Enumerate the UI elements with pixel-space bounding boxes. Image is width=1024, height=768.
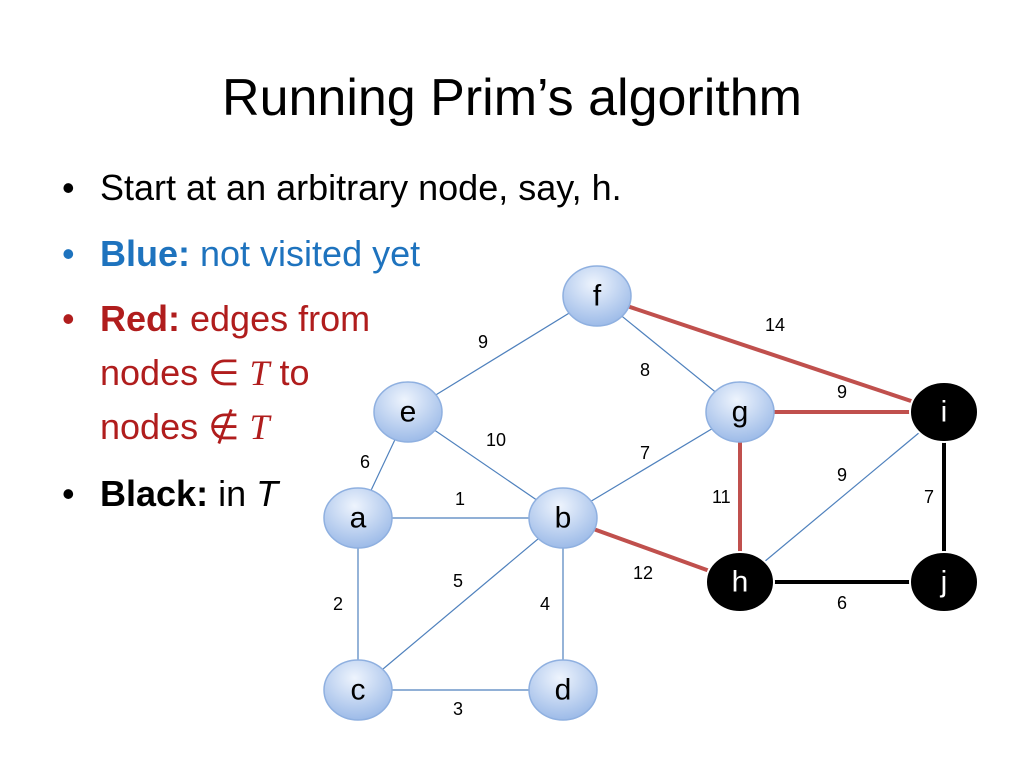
slide-title: Running Prim’s algorithm xyxy=(222,69,802,127)
bullet-dot: • xyxy=(62,473,75,514)
node-i: i xyxy=(909,381,979,443)
bullet-dot: • xyxy=(62,233,75,274)
node-circle-f xyxy=(562,265,632,327)
node-label-c: c xyxy=(351,674,366,707)
edge-weight-b-g: 7 xyxy=(640,443,650,463)
edge-weight-c-d: 3 xyxy=(453,699,463,719)
bullet-start-text: Start at an arbitrary node, say, h. xyxy=(100,167,622,208)
node-circle-e xyxy=(373,381,443,443)
edge-weight-h-i: 9 xyxy=(837,465,847,485)
bullet-black-legend: • Black: in T xyxy=(60,466,460,522)
edge-e-f xyxy=(407,295,598,413)
node-circle-a xyxy=(323,487,393,549)
node-f: f xyxy=(562,265,632,327)
edge-b-g xyxy=(562,411,741,519)
node-j: j xyxy=(909,551,979,613)
node-label-i: i xyxy=(941,396,948,429)
blue-legend-text: not visited yet xyxy=(190,233,421,274)
red-legend-set-symbol-2: T xyxy=(249,407,270,447)
edge-f-i xyxy=(596,294,945,414)
red-legend-key: Red: xyxy=(100,298,180,339)
red-legend-line2b: to xyxy=(269,352,310,393)
node-h: h xyxy=(705,551,775,613)
bullet-start-node: • Start at an arbitrary node, say, h. xyxy=(60,160,780,216)
edge-weight-e-b: 10 xyxy=(486,430,506,450)
red-legend-set-symbol: T xyxy=(249,353,270,393)
node-circle-d xyxy=(528,659,598,721)
edge-weight-e-a: 6 xyxy=(360,452,370,472)
black-legend-set: T xyxy=(256,473,279,514)
edge-weight-b-c: 5 xyxy=(453,571,463,591)
node-circle-h xyxy=(705,551,775,613)
bullet-blue-legend: • Blue: not visited yet xyxy=(60,226,540,282)
blue-legend-key: Blue: xyxy=(100,233,190,274)
black-legend-text: in xyxy=(208,473,257,514)
node-a: a xyxy=(323,487,393,549)
node-circle-g xyxy=(705,381,775,443)
edge-b-c xyxy=(357,517,564,691)
edge-weight-a-c: 2 xyxy=(333,594,343,614)
node-label-b: b xyxy=(555,502,572,535)
edge-weight-h-j: 6 xyxy=(837,593,847,613)
node-label-h: h xyxy=(732,566,749,599)
edge-h-i xyxy=(739,411,945,583)
edge-weight-i-j: 7 xyxy=(924,487,934,507)
edge-weight-g-h: 11 xyxy=(712,487,731,507)
node-label-a: a xyxy=(350,502,367,535)
edge-weight-b-h: 12 xyxy=(633,563,653,583)
node-circle-c xyxy=(323,659,393,721)
node-d: d xyxy=(528,659,598,721)
bullet-dot: • xyxy=(62,167,75,208)
node-g: g xyxy=(705,381,775,443)
black-legend-key: Black: xyxy=(100,473,209,514)
node-label-f: f xyxy=(593,280,602,313)
node-e: e xyxy=(373,381,443,443)
node-circle-i xyxy=(909,381,979,443)
node-b: b xyxy=(528,487,598,549)
bullet-dot: • xyxy=(62,298,75,339)
red-legend-line1: edges from xyxy=(180,298,371,339)
bullet-red-legend: • Red: edges from nodes ∈ T to nodes ∉ T xyxy=(60,292,460,454)
edge-weight-f-i: 14 xyxy=(765,315,785,335)
node-circle-b xyxy=(528,487,598,549)
edge-weight-a-b: 1 xyxy=(455,489,465,509)
edge-weight-f-g: 8 xyxy=(640,360,650,380)
node-circle-j xyxy=(909,551,979,613)
node-label-g: g xyxy=(732,396,749,429)
node-label-j: j xyxy=(940,566,948,599)
edge-weight-e-f: 9 xyxy=(478,332,488,352)
node-c: c xyxy=(323,659,393,721)
red-legend-line2a: nodes ∈ xyxy=(100,352,250,393)
edge-weight-b-d: 4 xyxy=(540,594,550,614)
node-label-d: d xyxy=(555,674,572,707)
node-label-e: e xyxy=(400,396,417,429)
edge-weight-g-i: 9 xyxy=(837,382,847,402)
red-legend-line3a: nodes ∉ xyxy=(100,406,250,447)
